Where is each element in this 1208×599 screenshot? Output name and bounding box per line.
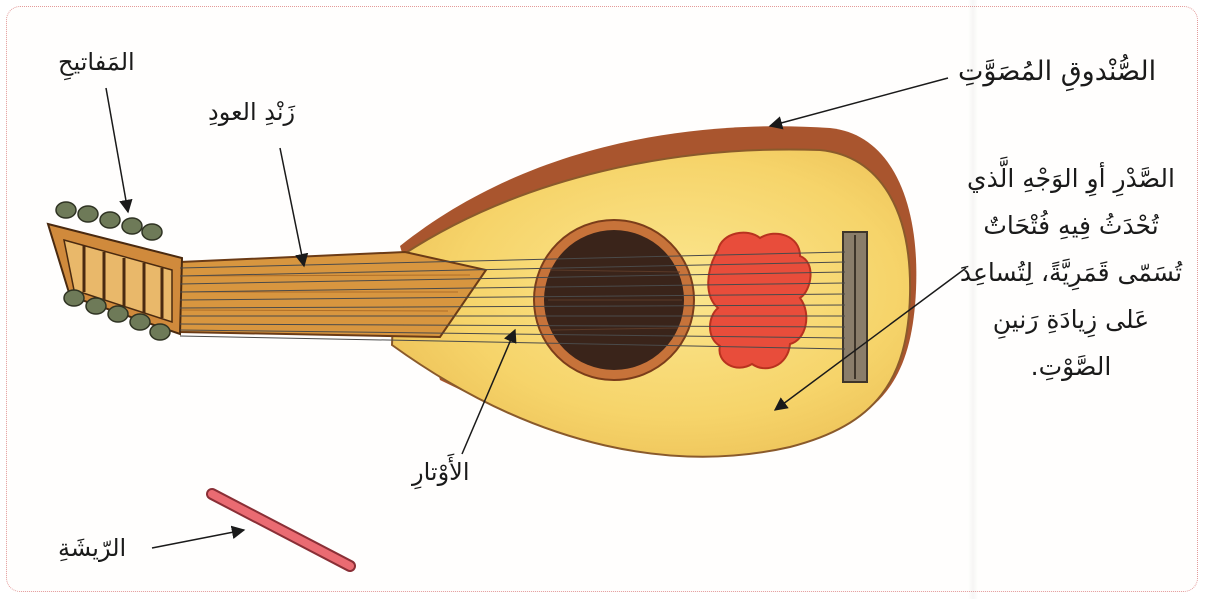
arrow-soundbox	[770, 78, 948, 126]
label-face-description: الصَّدْرِ أوِ الوَجْهِ الَّذي تُحْدَثُ ف…	[955, 155, 1187, 390]
arrow-plectrum	[152, 530, 244, 548]
arrow-neck	[280, 148, 304, 266]
label-keys: المَفاتيحِ	[58, 48, 135, 76]
label-neck: زَنْدِ العودِ	[208, 98, 295, 126]
label-soundbox: الصُّنْدوقِ المُصَوَّتِ	[958, 56, 1156, 87]
label-plectrum: الرّيشَةِ	[58, 534, 126, 562]
plectrum-drawing	[212, 494, 350, 566]
label-strings: الأَوْتارِ	[412, 458, 470, 486]
arrow-keys	[106, 88, 128, 212]
